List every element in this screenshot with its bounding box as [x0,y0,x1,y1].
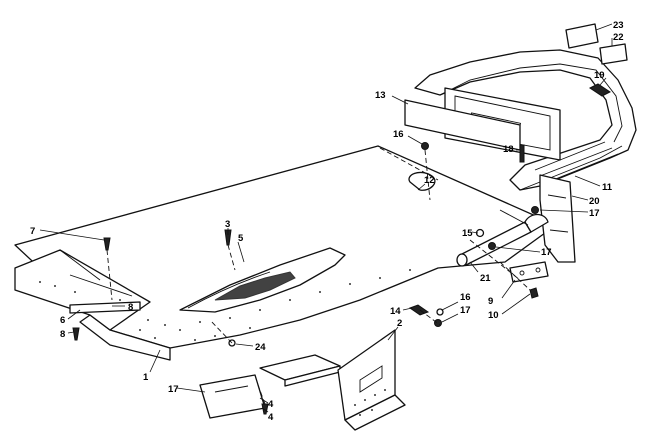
svg-text:6: 6 [60,315,65,326]
callout-3: 2 [387,318,402,341]
callout-19: 19 [594,70,607,86]
support-tube [456,209,549,267]
side-decal [179,247,346,313]
callout-13: 12 [417,175,435,191]
rear-bumper-assembly [404,49,637,263]
callout-2: 17 [168,384,206,395]
svg-text:17: 17 [541,247,552,258]
hitch-plate [509,261,549,283]
svg-text:11: 11 [602,182,613,193]
callout-16b: 16 [441,292,471,311]
svg-text:1: 1 [143,372,149,383]
svg-text:17: 17 [589,208,600,219]
callout-20: 20 [571,195,600,207]
callout-12: 11 [574,175,613,193]
callout-8b: 8 [60,329,75,340]
svg-text:2: 2 [397,318,402,329]
callout-17a: 16 [393,129,423,145]
callout-15: 14 [390,306,413,317]
callout-22: 22 [611,32,624,46]
callout-1: 1 [143,349,161,383]
small-decal [599,43,628,65]
callout-18: 18 [503,144,520,155]
callout-5: 4 [259,397,274,410]
svg-text:20: 20 [589,196,600,207]
assembly-lines [106,147,531,405]
svg-text:9: 9 [488,296,493,307]
mounting-bracket [337,329,406,431]
reflector-plate [565,23,599,49]
svg-text:24: 24 [255,342,266,353]
callout-8a: 7 [30,226,105,241]
step-plate [259,354,341,387]
svg-text:17: 17 [168,384,179,395]
svg-text:18: 18 [503,144,514,155]
callout-6: 5 [237,233,245,263]
svg-text:16: 16 [460,292,471,303]
svg-text:10: 10 [488,310,499,321]
callout-4a: 3 [225,219,230,235]
callout-23: 23 [595,20,624,31]
svg-text:15: 15 [462,228,473,239]
svg-text:13: 13 [375,90,386,101]
svg-text:21: 21 [480,273,491,284]
callout-9: 8 [112,302,133,313]
svg-text:16: 16 [393,129,404,140]
svg-text:8: 8 [128,302,133,313]
callout-24: 24 [235,342,266,353]
callout-7: 6 [60,309,81,326]
callout-10: 9 [488,279,516,307]
callout-21: 21 [469,261,491,284]
callout-11: 10 [488,293,531,321]
svg-text:4: 4 [268,412,274,423]
callout-17d: 17 [539,208,600,219]
callout-17b: 17 [495,246,552,258]
callout-16a: 15 [462,228,479,239]
svg-text:4: 4 [268,399,274,410]
svg-text:3: 3 [225,219,230,230]
svg-text:5: 5 [238,233,244,244]
svg-text:19: 19 [594,70,605,81]
svg-text:12: 12 [424,175,435,186]
svg-text:7: 7 [30,226,35,237]
svg-text:23: 23 [613,20,624,31]
svg-text:14: 14 [390,306,401,317]
callout-14: 13 [375,90,409,105]
svg-text:17: 17 [460,305,471,316]
rear-flap [199,374,266,419]
callout-17c: 17 [441,305,471,323]
callout-4b: 4 [261,407,274,423]
svg-text:8: 8 [60,329,65,340]
svg-text:22: 22 [613,32,624,43]
